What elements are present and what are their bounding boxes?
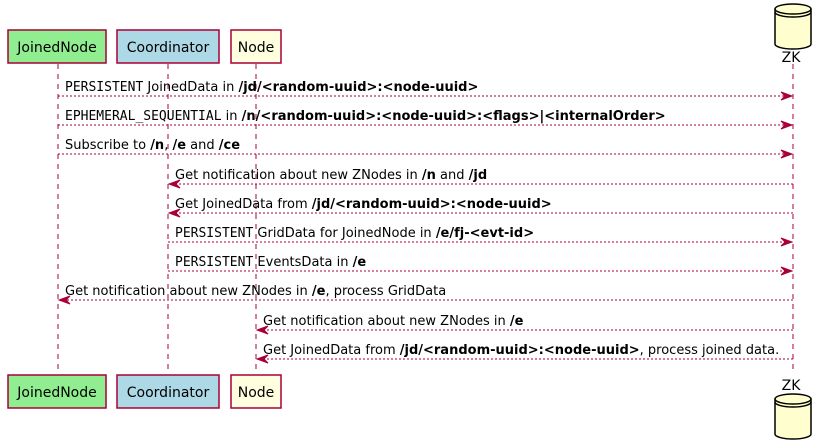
message-arrow-head	[780, 149, 794, 159]
message-label-part: /e/fj-<evt-id>	[436, 226, 534, 241]
participant-joinednode-bottom-label: JoinedNode	[16, 385, 97, 401]
participant-coordinator-bottom	[116, 374, 220, 409]
message-label: Get JoinedData from /jd/<random-uuid>:<n…	[175, 197, 552, 212]
message-label-part: /jd	[469, 168, 488, 183]
message-label-part: Get JoinedData from	[263, 343, 400, 358]
message-label: EPHEMERAL_SEQUENTIAL in /n/<random-uuid>…	[65, 109, 666, 124]
message-label-part: Subscribe to	[65, 138, 150, 153]
message-label-part: EventsData in	[253, 255, 352, 270]
message-arrow-head	[255, 354, 269, 364]
message-label-part: /ce	[219, 138, 240, 153]
participant-joinednode-bottom	[7, 374, 107, 409]
message-label-part: /n	[422, 168, 436, 183]
message-label-part: Get notification about new ZNodes in	[65, 284, 312, 299]
message-arrow-head	[255, 325, 269, 335]
message-label-part: , process GridData	[325, 284, 446, 299]
participant-node-bottom-label: Node	[238, 385, 275, 401]
message-label-part: ,	[164, 138, 172, 153]
message-label: Get JoinedData from /jd/<random-uuid>:<n…	[263, 343, 779, 358]
message-arrow-head	[780, 237, 794, 247]
message-label: Get notification about new ZNodes in /e	[263, 314, 524, 329]
message-arrow-head	[780, 120, 794, 130]
message-label-part: /e	[353, 255, 367, 270]
message-label-part: Get JoinedData from	[175, 197, 312, 212]
message-label: Get notification about new ZNodes in /n …	[175, 168, 487, 183]
message-arrow-head	[167, 179, 181, 189]
message-label-part: and	[186, 138, 219, 153]
message-label-part: in	[222, 109, 242, 124]
participant-coordinator-top-label: Coordinator	[127, 40, 210, 56]
message-arrow-head	[167, 208, 181, 218]
message-arrow-head	[57, 295, 71, 305]
message-label-part: /n/<random-uuid>:<node-uuid>:<flags>|<in…	[242, 109, 666, 124]
message-label-part: /n	[150, 138, 164, 153]
message-label: PERSISTENT EventsData in /e	[175, 255, 366, 270]
participant-node-top-label: Node	[238, 40, 275, 56]
message-label-part: /e	[510, 314, 524, 329]
message-label-part: Get notification about new ZNodes in	[175, 168, 422, 183]
message-label-part: /e	[312, 284, 326, 299]
participant-node-top	[230, 29, 282, 64]
message-label-part: EPHEMERAL_SEQUENTIAL	[65, 109, 222, 124]
participant-zk-bottom	[774, 393, 812, 440]
message-label-part: /jd/<random-uuid>:<node-uuid>	[238, 80, 478, 95]
participant-joinednode-top	[7, 29, 107, 64]
message-label-part: and	[436, 168, 469, 183]
participant-coordinator-top	[116, 29, 220, 64]
message-label-part: , process joined data.	[640, 343, 780, 358]
message-label-part: /jd/<random-uuid>:<node-uuid>	[400, 343, 640, 358]
message-label-part: /e	[172, 138, 186, 153]
participant-zk-bottom-label: ZK	[782, 378, 802, 394]
participant-zk-top	[774, 3, 812, 50]
message-label-part: PERSISTENT	[175, 226, 253, 241]
message-label: Get notification about new ZNodes in /e,…	[65, 284, 446, 299]
participant-node-bottom	[230, 374, 282, 409]
message-arrow-head	[780, 91, 794, 101]
message-label-part: JoinedData in	[143, 80, 238, 95]
participant-joinednode-top-label: JoinedNode	[16, 40, 97, 56]
message-label-part: Get notification about new ZNodes in	[263, 314, 510, 329]
message-label-part: /jd/<random-uuid>:<node-uuid>	[312, 197, 552, 212]
participant-zk-top-label: ZK	[782, 50, 802, 66]
message-arrow-head	[780, 266, 794, 276]
participant-coordinator-bottom-label: Coordinator	[127, 385, 210, 401]
message-label-part: GridData for JoinedNode in	[253, 226, 436, 241]
message-label-part: PERSISTENT	[65, 80, 143, 95]
message-label-part: PERSISTENT	[175, 255, 253, 270]
message-label: PERSISTENT JoinedData in /jd/<random-uui…	[65, 80, 478, 95]
messages: PERSISTENT JoinedData in /jd/<random-uui…	[57, 80, 794, 364]
message-label: PERSISTENT GridData for JoinedNode in /e…	[175, 226, 534, 241]
message-label: Subscribe to /n, /e and /ce	[65, 138, 240, 153]
